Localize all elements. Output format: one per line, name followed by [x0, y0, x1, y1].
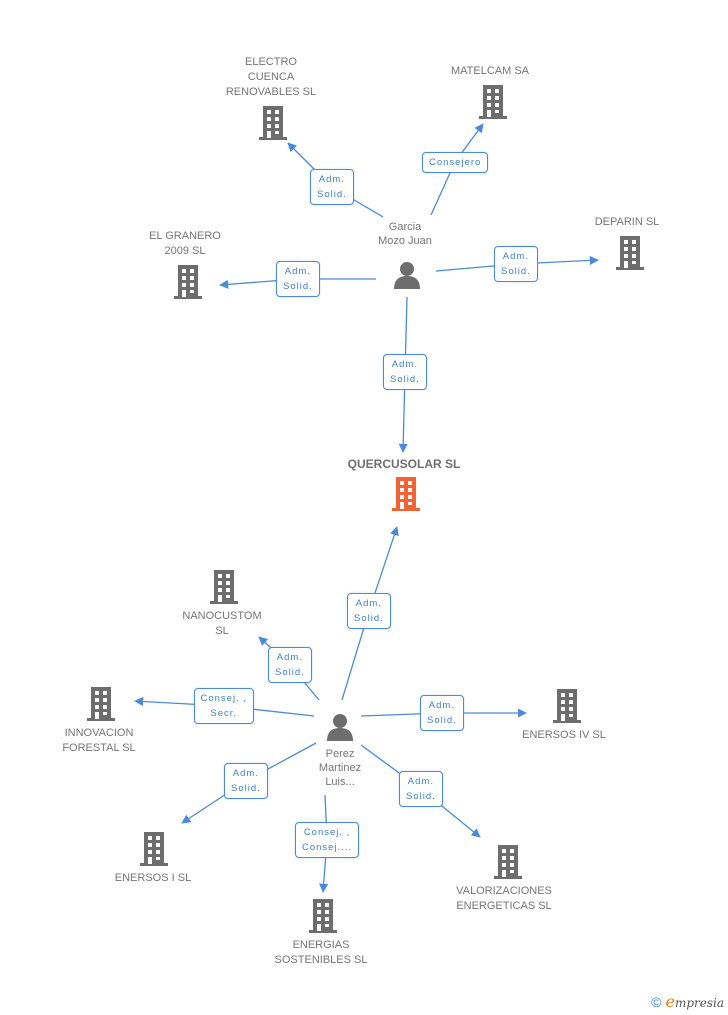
- empresia-footer[interactable]: ©empresia: [651, 992, 724, 1011]
- company-building-icon[interactable]: [139, 831, 169, 872]
- label-line: VALORIZACIONES: [456, 885, 552, 897]
- relation-label-line: Consejero: [429, 156, 482, 168]
- relation-label-line: Adm.: [355, 598, 382, 609]
- label-line: CUENCA: [247, 71, 295, 83]
- relation-label-line: Adm.: [284, 266, 311, 277]
- label-line: ELECTRO: [245, 56, 297, 68]
- company-building-icon[interactable]: [615, 235, 645, 276]
- label-line: MATELCAM SA: [450, 65, 530, 77]
- relation-label-line: Solid.: [427, 715, 457, 726]
- label-line: NANOCUSTOM: [182, 610, 262, 622]
- relation-label-line: Solid.: [231, 783, 261, 794]
- relation-label-line: Solid.: [317, 189, 347, 200]
- label-line: SOSTENIBLES SL: [274, 954, 368, 966]
- person-icon[interactable]: [392, 260, 422, 295]
- relation-label-line: Adm.: [407, 776, 434, 787]
- label-line: ENERGETICAS SL: [456, 900, 552, 912]
- relation-label-perez-innovacion[interactable]: Consej. , Secr.: [193, 688, 254, 724]
- company-label-quercusolar[interactable]: QUERCUSOLAR SL: [334, 457, 474, 472]
- label-line: FORESTAL SL: [62, 742, 136, 754]
- label-line: EL GRANERO: [149, 230, 221, 242]
- relation-label-line: Adm.: [502, 251, 529, 262]
- company-building-icon[interactable]: [86, 686, 116, 727]
- relation-label-garcia-quercusolar[interactable]: Adm. Solid.: [383, 354, 427, 390]
- label-line: ENERSOS I SL: [114, 872, 192, 884]
- company-building-icon[interactable]: [173, 264, 203, 305]
- copyright-icon: ©: [651, 994, 662, 1010]
- relation-label-perez-enersos1[interactable]: Adm. Solid.: [224, 763, 268, 799]
- label-line: SL: [215, 625, 229, 637]
- company-building-icon[interactable]: [552, 688, 582, 729]
- empresia-logo: empresia: [665, 992, 724, 1011]
- label-line: DEPARIN SL: [594, 216, 660, 228]
- company-building-icon[interactable]: [493, 844, 523, 885]
- relation-label-line: Consej. ,: [200, 693, 247, 704]
- label-line: Perez: [325, 748, 355, 760]
- relation-label-perez-valorizaciones[interactable]: Adm. Solid.: [399, 771, 443, 807]
- relation-label-line: Solid.: [275, 667, 305, 678]
- person-icon[interactable]: [325, 712, 355, 747]
- company-building-icon[interactable]: [258, 105, 288, 146]
- relation-label-line: Solid.: [283, 281, 313, 292]
- relation-label-perez-quercusolar[interactable]: Adm. Solid.: [347, 593, 391, 629]
- relation-label-line: Solid.: [354, 613, 384, 624]
- relation-label-line: Consej. ,: [303, 827, 351, 838]
- company-label-granero[interactable]: EL GRANERO 2009 SL: [115, 229, 255, 259]
- relation-label-line: Solid.: [501, 266, 531, 277]
- relation-label-perez-nanocustom[interactable]: Adm. Solid.: [268, 647, 312, 683]
- company-label-deparin[interactable]: DEPARIN SL: [557, 215, 697, 230]
- company-label-enersos1[interactable]: ENERSOS I SL: [83, 871, 223, 886]
- label-line: ENERSOS IV SL: [522, 729, 606, 741]
- company-label-energias[interactable]: ENERGIAS SOSTENIBLES SL: [251, 938, 391, 968]
- label-line: ENERGIAS: [292, 939, 350, 951]
- relation-label-line: Adm.: [391, 359, 418, 370]
- relation-label-line: Adm.: [428, 700, 455, 711]
- company-label-electro[interactable]: ELECTRO CUENCA RENOVABLES SL: [201, 55, 341, 100]
- relation-label-line: Solid.: [390, 374, 420, 385]
- relation-label-garcia-granero[interactable]: Adm. Solid.: [276, 261, 320, 297]
- company-label-innovacion[interactable]: INNOVACION FORESTAL SL: [29, 726, 169, 756]
- company-building-icon[interactable]: [478, 84, 508, 125]
- relation-label-line: Adm.: [318, 174, 345, 185]
- label-line: RENOVABLES SL: [225, 86, 317, 98]
- relation-label-garcia-deparin[interactable]: Adm. Solid.: [494, 246, 538, 282]
- relation-label-line: Secr.: [210, 708, 238, 719]
- relation-label-perez-enersos4[interactable]: Adm. Solid.: [420, 695, 464, 731]
- company-label-matelcam[interactable]: MATELCAM SA: [420, 64, 560, 79]
- label-line: Martinez: [318, 762, 362, 774]
- label-line: 2009 SL: [164, 245, 206, 257]
- label-line: Luis...: [325, 776, 355, 788]
- label-line: Garcia: [388, 221, 422, 233]
- company-label-enersos4[interactable]: ENERSOS IV SL: [494, 728, 634, 743]
- company-building-icon[interactable]: [209, 569, 239, 610]
- relation-label-line: Adm.: [232, 768, 259, 779]
- relation-label-line: Adm.: [276, 652, 303, 663]
- focus-company-building-icon[interactable]: [391, 476, 421, 517]
- label-line: INNOVACION: [64, 727, 134, 739]
- relation-label-line: Consej....: [302, 842, 353, 853]
- label-line: QUERCUSOLAR SL: [347, 457, 461, 471]
- company-building-icon[interactable]: [308, 898, 338, 939]
- label-line: Mozo Juan: [378, 235, 432, 247]
- relation-label-perez-energias[interactable]: Consej. , Consej....: [295, 822, 360, 858]
- relation-label-garcia-electro[interactable]: Adm. Solid.: [310, 169, 354, 205]
- relation-label-garcia-matelcam[interactable]: Consejero: [422, 151, 489, 173]
- company-label-nanocustom[interactable]: NANOCUSTOM SL: [152, 609, 292, 639]
- company-label-valorizaciones[interactable]: VALORIZACIONES ENERGETICAS SL: [434, 884, 574, 914]
- relation-label-line: Solid.: [406, 791, 436, 802]
